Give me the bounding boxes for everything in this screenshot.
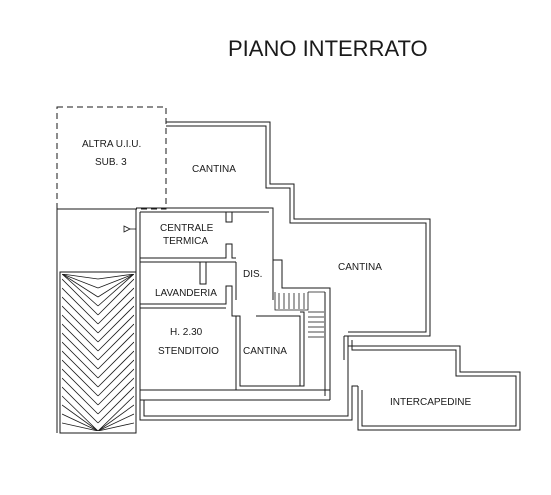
hatch-line (97, 413, 134, 431)
hatch-line (97, 274, 134, 280)
interior-walls (140, 212, 330, 391)
hatch-line (97, 305, 134, 343)
ramp-area (56, 209, 137, 434)
hatch-line (97, 404, 134, 431)
hatch-line (97, 350, 134, 388)
label-cantina-small: CANTINA (243, 346, 287, 357)
hatch-line (97, 359, 134, 397)
hatch-line (97, 341, 134, 379)
hatch-line (62, 413, 99, 431)
plan-title: PIANO INTERRATO (228, 36, 428, 61)
hatch-line (62, 359, 99, 397)
other-unit-outline (56, 106, 167, 210)
hatch-line (62, 386, 99, 424)
hatch-line (97, 274, 134, 307)
hatch-line (62, 350, 99, 388)
hatch-line (97, 274, 134, 298)
label-dis: DIS. (243, 269, 262, 280)
hatch-line (97, 296, 134, 334)
hatch-line (62, 274, 99, 307)
hatch-line (62, 287, 99, 325)
hatch-line (62, 314, 99, 352)
ramp-hatching (62, 274, 134, 431)
label-cantina-right: CANTINA (338, 262, 382, 273)
label-centrale: CENTRALE (160, 223, 214, 234)
hatch-line (97, 287, 134, 325)
label-termica: TERMICA (163, 236, 208, 247)
hatch-line (62, 341, 99, 379)
hatch-line (97, 332, 134, 370)
hatch-line (62, 395, 99, 431)
entrance-arrow-icon (123, 225, 131, 233)
label-stenditoio: STENDITOIO (158, 346, 219, 357)
staircase (278, 293, 324, 338)
label-cantina-top: CANTINA (192, 164, 236, 175)
hatch-line (62, 368, 99, 406)
hatch-line (62, 278, 99, 316)
outer-walls (136, 121, 521, 431)
hatch-line (97, 274, 134, 289)
hatch-line (62, 296, 99, 334)
hatch-line (62, 332, 99, 370)
hatch-line (97, 386, 134, 424)
hatch-line (97, 323, 134, 361)
hatch-line (62, 377, 99, 415)
label-altra-uiu: ALTRA U.I.U. (82, 139, 141, 150)
hatch-line (97, 422, 134, 431)
hatch-line (62, 274, 99, 289)
hatch-line (97, 314, 134, 352)
hatch-line (62, 422, 99, 431)
hatch-line (62, 305, 99, 343)
hatch-line (97, 377, 134, 415)
hatch-line (62, 274, 99, 280)
hatch-line (97, 395, 134, 431)
hatch-line (97, 278, 134, 316)
label-height: H. 2.30 (170, 327, 203, 338)
label-intercapedine: INTERCAPEDINE (390, 397, 471, 408)
hatch-line (62, 404, 99, 431)
hatch-line (62, 274, 99, 298)
label-sub: SUB. 3 (95, 157, 127, 168)
hatch-line (62, 323, 99, 361)
label-lavanderia: LAVANDERIA (155, 288, 217, 299)
hatch-line (97, 368, 134, 406)
